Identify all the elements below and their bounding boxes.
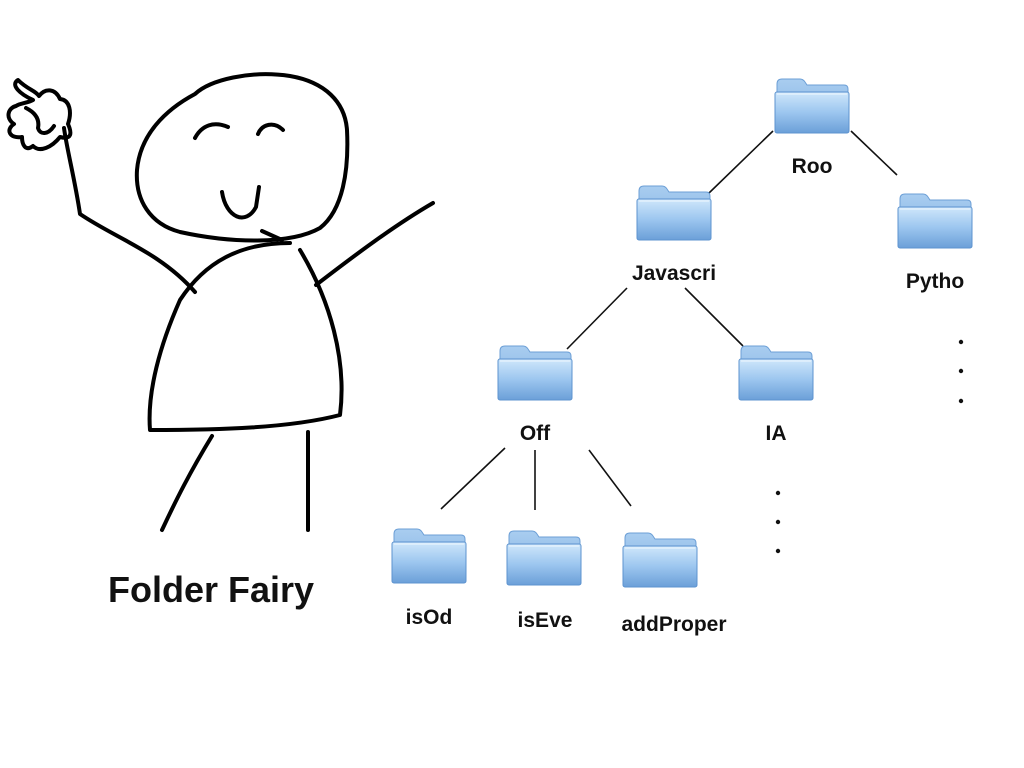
tree-connectors (440, 130, 898, 510)
folder-icon (391, 528, 467, 584)
node-label: Pytho (906, 270, 964, 293)
folder-node-addproper[interactable]: addProper (621, 532, 727, 636)
folder-node-off[interactable]: Off (497, 345, 573, 445)
node-label: IA (766, 422, 787, 445)
folder-node-iseve[interactable]: isEve (506, 530, 582, 632)
node-label: isEve (518, 609, 573, 632)
folder-node-python[interactable]: Pytho (897, 193, 973, 293)
magic-wand-flower-icon (6, 78, 73, 151)
fairy-left-arm (62, 126, 197, 294)
folder-icon (738, 345, 814, 401)
folder-icon (506, 530, 582, 586)
connector-javascript-ia (684, 287, 744, 347)
node-label: Off (520, 422, 551, 445)
fairy-head (134, 72, 350, 243)
folder-icon (622, 532, 698, 588)
fairy-right-arm (314, 201, 435, 287)
fairy-title: Folder Fairy (108, 569, 314, 610)
connector-off-isod (440, 447, 506, 510)
connector-root-javascript (708, 130, 774, 194)
ellipsis-ia-children (775, 490, 781, 554)
folder-node-isod[interactable]: isOd (391, 528, 467, 629)
connector-javascript-off (566, 287, 628, 350)
folder-node-root[interactable]: Roo (774, 78, 850, 178)
node-label: isOd (406, 606, 453, 629)
folder-icon (497, 345, 573, 401)
fairy-left-leg (160, 434, 214, 532)
ellipsis-python-children (958, 339, 964, 404)
node-label: Javascri (632, 262, 716, 285)
fairy-smile (220, 185, 261, 220)
fairy-body (147, 241, 344, 432)
node-label: addProper (621, 613, 726, 636)
folder-icon (897, 193, 973, 249)
folder-node-ia[interactable]: IA (738, 345, 814, 445)
folder-icon (636, 185, 712, 241)
folder-icon (774, 78, 850, 134)
folder-node-javascript[interactable]: Javascri (632, 185, 716, 285)
fairy-left-eye (193, 122, 230, 140)
fairy-right-eye (256, 122, 285, 136)
connector-off-addproper (588, 449, 632, 507)
fairy-neck (260, 229, 284, 242)
connector-root-python (850, 130, 898, 176)
node-label: Roo (792, 155, 833, 178)
stick-figure-fairy (6, 72, 435, 532)
